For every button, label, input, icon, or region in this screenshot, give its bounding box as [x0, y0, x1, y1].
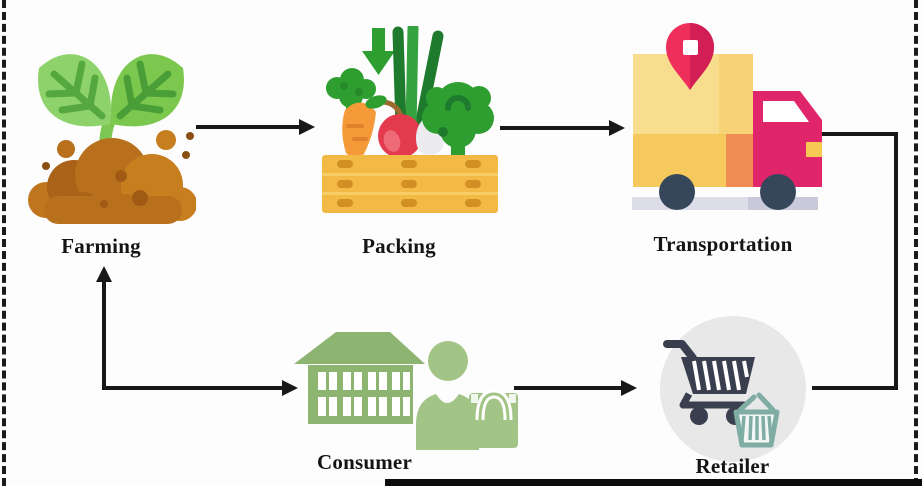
- arrow-to-farming-head: [96, 266, 112, 282]
- apple-icon: [365, 95, 422, 158]
- arrow-consumer-to-retailer-head: [621, 380, 637, 396]
- shopping-basket: [733, 392, 780, 448]
- shopping-cart: [663, 340, 755, 425]
- seedling-soil-icon: [28, 54, 196, 224]
- arrow-farming-to-packing-line: [196, 125, 302, 129]
- packing-label: Packing: [362, 234, 436, 258]
- bottom-frame-bar: [385, 479, 922, 486]
- arrow-to-consumer-line: [102, 386, 284, 390]
- soil-mound: [28, 130, 196, 224]
- vegetable-crate-icon: [322, 26, 498, 213]
- arrow-consumer-to-retailer-line: [514, 386, 624, 390]
- retailer-label: Retailer: [695, 454, 770, 478]
- shopping-cart-basket-icon: [660, 316, 806, 462]
- right-dashed-border: [914, 0, 918, 486]
- consumer-building: [294, 332, 425, 424]
- consumer-label: Consumer: [317, 450, 412, 474]
- truck-cab: [753, 91, 822, 187]
- farming-label: Farming: [61, 234, 141, 258]
- truck-wheel: [659, 174, 695, 210]
- line-transportation-exit: [822, 132, 898, 136]
- arrow-farming-to-packing-head: [299, 119, 315, 135]
- arrow-packing-to-transportation-line: [500, 126, 612, 130]
- carrot-icon: [342, 102, 376, 158]
- arrow-to-consumer-head: [282, 380, 298, 396]
- delivery-truck-icon: [632, 23, 822, 210]
- arrow-to-farming-vertical-line: [102, 279, 106, 390]
- arrow-packing-to-transportation-head: [609, 120, 625, 136]
- wooden-crate: [322, 155, 498, 213]
- line-into-retailer: [812, 386, 898, 390]
- left-dashed-border: [2, 0, 6, 486]
- line-right-vertical: [894, 132, 898, 390]
- location-pin-icon: [666, 23, 714, 90]
- transportation-label: Transportation: [653, 232, 793, 256]
- shopping-bag-icon: [469, 389, 518, 448]
- pack-down-arrow-icon: [362, 28, 395, 75]
- consumer-person: [416, 341, 479, 450]
- truck-wheel: [760, 174, 796, 210]
- house-person-bag-icon: [294, 332, 518, 450]
